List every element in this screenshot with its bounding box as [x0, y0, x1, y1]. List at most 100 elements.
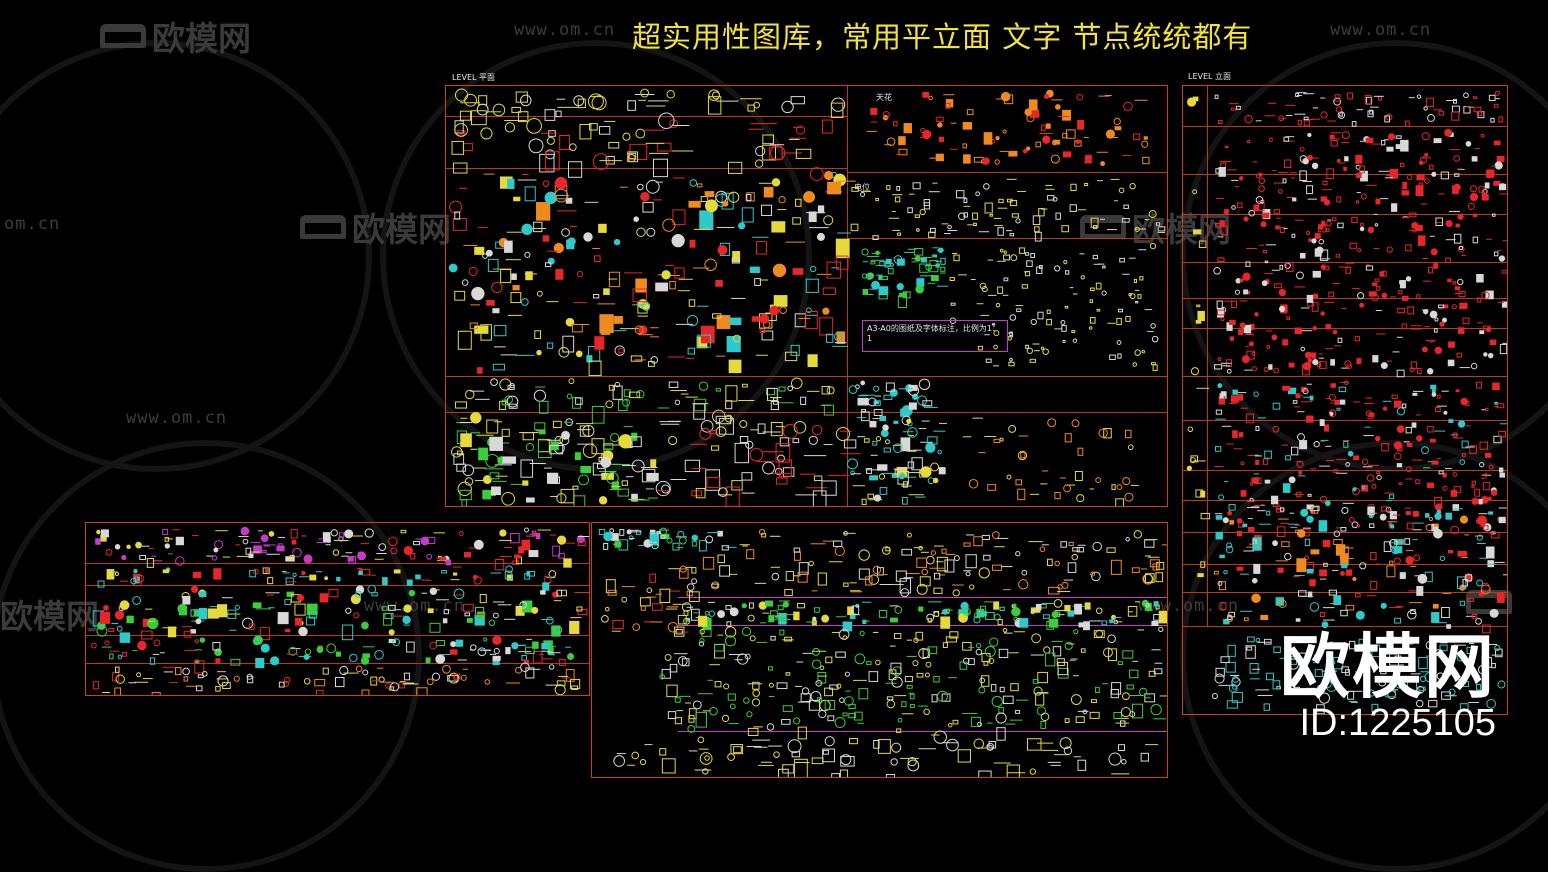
cad-symbol: [839, 697, 845, 703]
cad-symbol: [1314, 233, 1321, 239]
cad-symbol: [1114, 126, 1122, 131]
cad-symbol: [1020, 452, 1026, 459]
cad-symbol: [741, 472, 753, 481]
cad-symbol: [1359, 226, 1365, 232]
cad-symbol: [1367, 226, 1375, 234]
cad-symbol: [1258, 185, 1265, 192]
cad-symbol: [355, 665, 363, 673]
cad-symbol: [1215, 168, 1221, 174]
cad-symbol: [993, 438, 1001, 444]
cad-symbol: [104, 640, 110, 646]
cad-symbol: [117, 654, 123, 660]
cad-symbol: [1034, 231, 1042, 242]
cad-symbol: [1011, 213, 1020, 218]
cad-symbol: [1246, 646, 1253, 651]
cad-symbol: [1035, 603, 1042, 611]
cad-symbol: [826, 261, 841, 279]
cad-symbol: [641, 302, 651, 311]
cad-symbol: [1341, 131, 1350, 140]
cad-symbol: [1319, 495, 1328, 503]
cad-symbol: [633, 216, 639, 222]
cad-symbol: [717, 245, 728, 256]
cad-symbol: [1062, 339, 1066, 343]
cad-symbol: [742, 383, 748, 388]
cad-symbol: [291, 539, 297, 545]
cad-symbol: [336, 576, 341, 582]
cad-symbol: [1347, 450, 1354, 457]
cad-symbol: [865, 576, 873, 586]
cad-symbol: [588, 360, 602, 377]
cad-symbol: [668, 381, 679, 388]
cad-symbol: [688, 200, 701, 208]
cad-symbol: [1304, 538, 1311, 547]
cad-symbol: [441, 569, 448, 574]
cad-symbol: [1426, 368, 1434, 375]
cad-symbol: [1091, 571, 1101, 582]
cad-symbol: [652, 158, 669, 178]
cad-symbol: [1215, 531, 1223, 540]
cad-symbol: [900, 588, 910, 598]
cad-symbol: [1413, 554, 1421, 562]
cad-symbol: [477, 611, 486, 619]
cad-symbols: [90, 526, 589, 695]
cad-symbol: [1241, 355, 1250, 364]
cad-symbol: [531, 530, 537, 534]
cad-symbol: [679, 568, 689, 579]
cad-symbol: [96, 529, 101, 535]
cad-symbol: [734, 442, 750, 464]
cad-symbol: [177, 603, 188, 614]
cad-symbol: [364, 528, 374, 538]
cad-symbol: [1486, 169, 1494, 179]
cad-symbol: [1396, 369, 1405, 378]
cad-symbol: [1340, 571, 1345, 576]
cad-symbol: [715, 280, 723, 287]
cad-symbol: [1220, 316, 1225, 322]
cad-symbol: [1295, 529, 1301, 534]
cad-symbol: [1388, 494, 1395, 500]
cad-symbol: [1077, 759, 1087, 771]
cad-symbol: [1389, 168, 1399, 179]
cad-symbol: [1487, 352, 1494, 359]
cad-symbol: [1129, 669, 1139, 679]
cad-symbol: [147, 617, 159, 630]
cad-symbol: [872, 565, 882, 575]
cad-symbol: [1439, 644, 1448, 652]
cad-symbol: [863, 438, 870, 443]
cad-symbol: [639, 597, 651, 607]
cad-symbol: [554, 684, 566, 695]
cad-symbol: [1457, 278, 1464, 286]
cad-symbol: [1333, 97, 1342, 106]
cad-symbol: [1386, 146, 1394, 152]
cad-symbol: [532, 641, 539, 649]
cad-symbol: [427, 608, 434, 614]
cad-symbol: [1158, 610, 1167, 624]
cad-symbol: [1332, 657, 1344, 670]
cad-symbol: [1273, 209, 1281, 214]
cad-symbol: [641, 468, 656, 483]
cad-symbol: [962, 607, 971, 616]
cad-symbol: [1447, 549, 1454, 554]
cad-symbol: [935, 153, 944, 162]
cad-symbol: [1492, 382, 1500, 391]
cad-symbol: [995, 302, 1001, 308]
cad-symbol: [892, 666, 902, 677]
cad-symbol: [850, 470, 855, 476]
cad-symbol: [659, 588, 671, 604]
cad-symbol: [1359, 562, 1367, 570]
cad-symbol: [1080, 275, 1085, 280]
cad-symbol: [1143, 573, 1153, 584]
cad-symbol: [1307, 493, 1312, 497]
cad-symbol: [1340, 526, 1347, 532]
cad-symbol: [136, 574, 145, 583]
cad-symbol: [896, 283, 904, 291]
cad-symbol: [477, 367, 483, 374]
cad-symbol: [234, 604, 240, 610]
cad-symbol: [1382, 406, 1388, 411]
cad-symbol: [452, 162, 468, 174]
cad-symbol: [891, 473, 898, 478]
watermark-logo: 欧模网: [0, 597, 99, 636]
cad-symbol: [958, 612, 969, 623]
cad-symbol: [746, 192, 755, 202]
cad-symbol: [510, 292, 522, 304]
cad-symbol: [1132, 362, 1138, 367]
